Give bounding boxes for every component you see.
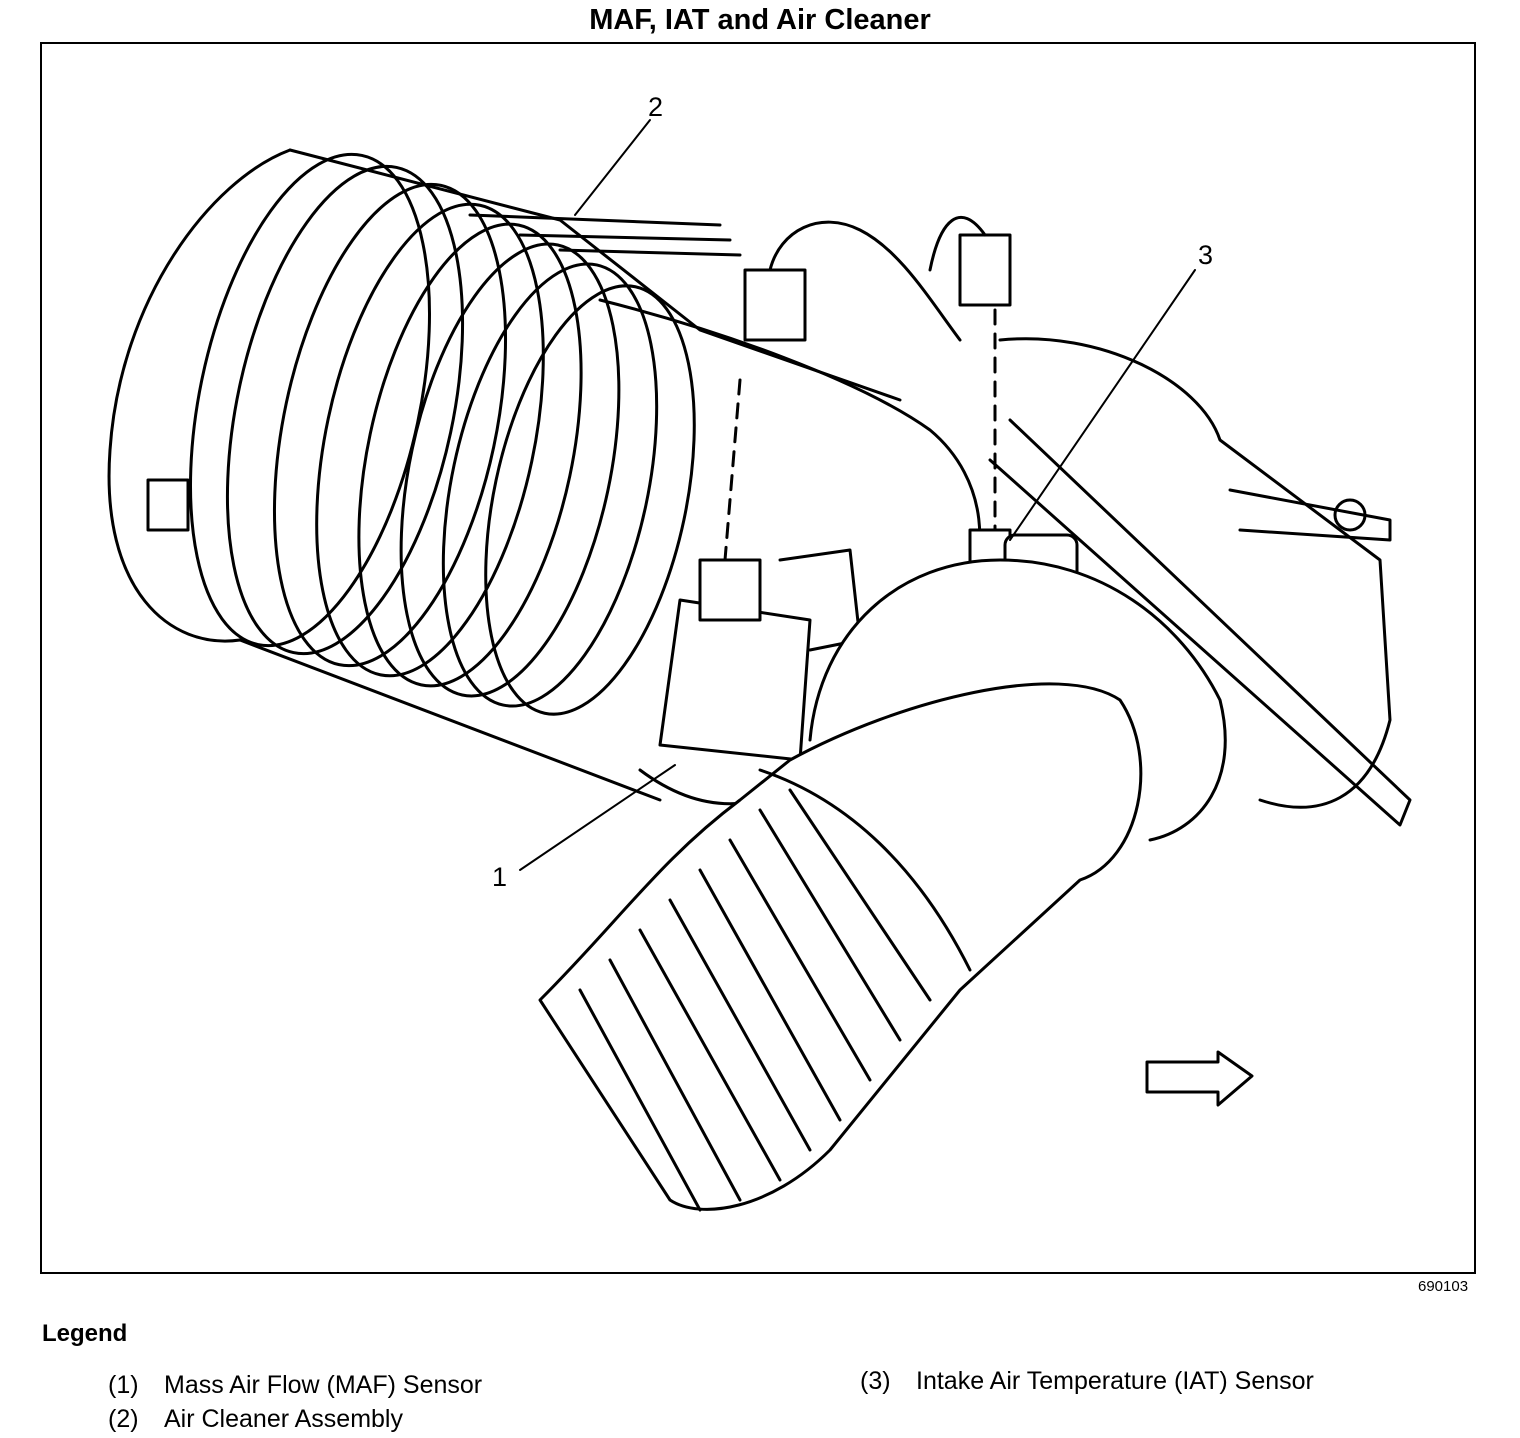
maf-connector	[743, 220, 962, 342]
figure-id: 690103	[1418, 1278, 1469, 1295]
forward-arrow-icon	[1145, 1050, 1254, 1107]
callout-3: 3	[1198, 240, 1214, 270]
air-cleaner-housing	[107, 148, 982, 806]
callout-1: 1	[492, 862, 508, 892]
legend-item-3: (3) Intake Air Temperature (IAT) Sensor	[860, 1366, 1314, 1396]
legend-item-2: (2) Air Cleaner Assembly	[108, 1404, 403, 1434]
leader-line-1	[519, 764, 676, 871]
legend-item-label: Air Cleaner Assembly	[164, 1405, 403, 1433]
legend-item-1: (1) Mass Air Flow (MAF) Sensor	[108, 1370, 482, 1400]
air-intake-illustration	[107, 119, 1412, 1212]
legend-item-number: (1)	[108, 1371, 139, 1399]
legend-item-label: Mass Air Flow (MAF) Sensor	[164, 1371, 483, 1399]
legend-heading: Legend	[42, 1320, 128, 1347]
illustration-frame: 1 2 3	[40, 42, 1476, 1274]
legend-item-number: (3)	[860, 1367, 891, 1395]
callout-2: 2	[648, 92, 664, 122]
diagram-title: MAF, IAT and Air Cleaner	[589, 4, 931, 36]
outlet-duct	[538, 558, 1227, 1212]
legend-item-label: Intake Air Temperature (IAT) Sensor	[916, 1367, 1314, 1395]
leader-line-3	[1009, 269, 1196, 541]
legend-item-number: (2)	[108, 1405, 139, 1433]
throttle-body	[988, 337, 1412, 827]
maf-sensor	[658, 378, 862, 762]
leader-line-2	[574, 119, 651, 216]
